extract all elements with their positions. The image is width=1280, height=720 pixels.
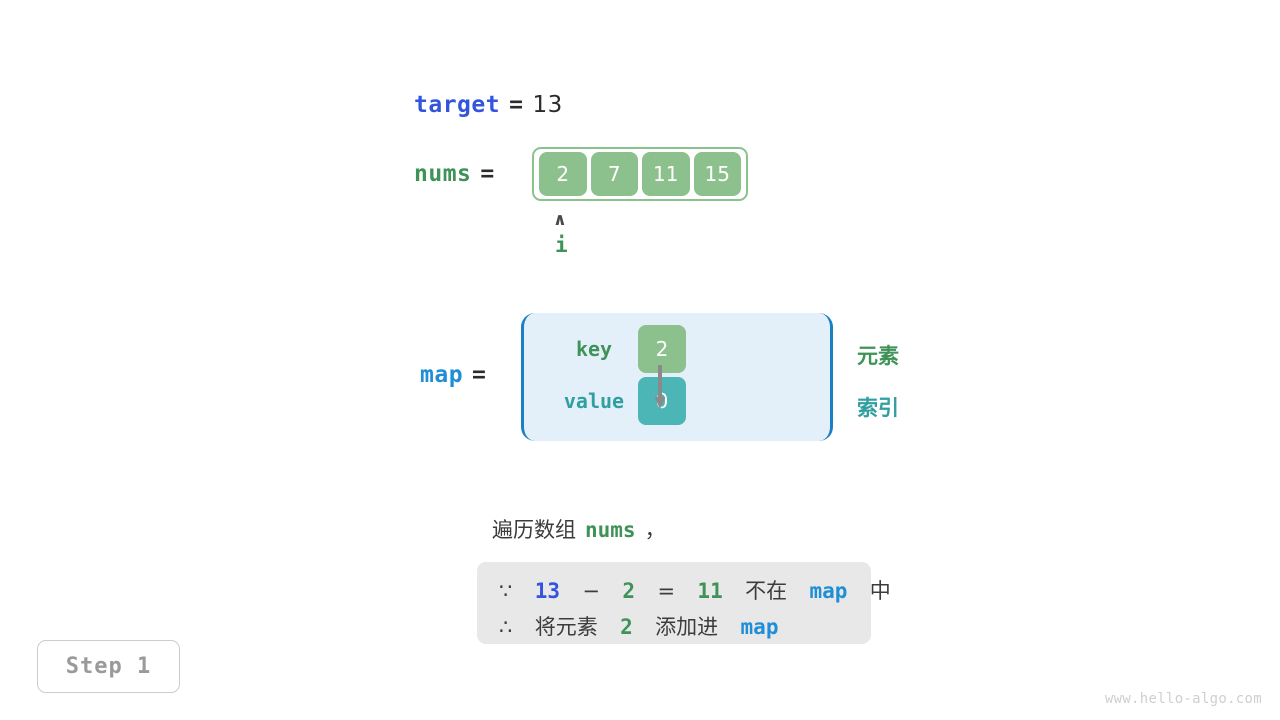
note-line-2: ∴ 将元素 2 添加进 map xyxy=(499,609,849,645)
nums-variable-name: nums xyxy=(414,161,472,187)
target-equals-sign: = xyxy=(509,92,524,118)
map-variable-name: map xyxy=(420,362,464,388)
nums-equals-sign: = xyxy=(480,161,495,187)
target-variable-row: target = 13 xyxy=(414,92,563,118)
array-cell: 2 xyxy=(539,152,587,196)
caption-suffix: ， xyxy=(644,518,666,542)
key-to-value-arrow-icon xyxy=(654,365,666,409)
map-equals-sign: = xyxy=(472,362,487,388)
target-value: 13 xyxy=(532,92,563,118)
caption-code-nums: nums xyxy=(585,518,636,542)
note-line2-element-value: 2 xyxy=(620,615,633,639)
caption-text: 遍历数组 nums ， xyxy=(492,514,666,544)
hashmap-key-label: key xyxy=(575,337,613,361)
note-line2-mid-text: 添加进 xyxy=(655,615,719,639)
array-cell: 15 xyxy=(693,152,741,196)
hashmap-container: key 2 value 0 xyxy=(521,313,833,441)
note-equals-operator: = xyxy=(657,579,676,603)
note-minus-operator: − xyxy=(582,579,601,603)
because-symbol-icon: ∵ xyxy=(499,579,513,603)
note-current-element: 2 xyxy=(622,579,636,603)
index-pointer-caret-icon: ∧ xyxy=(553,210,567,230)
step-badge: Step 1 xyxy=(37,640,180,693)
note-target-value: 13 xyxy=(534,579,561,603)
nums-array-container: 2 7 11 15 xyxy=(532,147,748,201)
legend-element-label: 元素 xyxy=(857,344,899,368)
therefore-symbol-icon: ∴ xyxy=(499,615,513,639)
note-line-1: ∵ 13 − 2 = 11 不在 map 中 xyxy=(499,573,891,609)
hashmap-key-row: key 2 xyxy=(552,325,686,373)
array-cell: 11 xyxy=(642,152,690,196)
target-variable-name: target xyxy=(414,92,501,118)
note-line1-mid-text: 不在 xyxy=(745,579,788,603)
note-complement-value: 11 xyxy=(697,579,723,603)
nums-variable-row: nums = xyxy=(414,161,504,187)
note-line1-code-map: map xyxy=(809,579,848,603)
hashmap-value-label: value xyxy=(563,389,625,413)
explanation-note-box: ∵ 13 − 2 = 11 不在 map 中 ∴ 将元素 2 添加进 xyxy=(477,562,891,645)
array-cell: 7 xyxy=(590,152,638,196)
note-line2-pre-text: 将元素 xyxy=(534,615,598,639)
site-watermark: www.hello-algo.com xyxy=(1104,691,1262,707)
note-line2-code-map: map xyxy=(740,615,779,639)
note-line1-tail-text: 中 xyxy=(869,579,891,603)
index-pointer-label: i xyxy=(555,233,568,257)
hashmap-rows: key 2 value 0 xyxy=(524,313,830,441)
caption-prefix: 遍历数组 xyxy=(492,518,576,542)
legend-index-label: 索引 xyxy=(857,396,899,420)
map-variable-row: map = xyxy=(420,362,495,388)
